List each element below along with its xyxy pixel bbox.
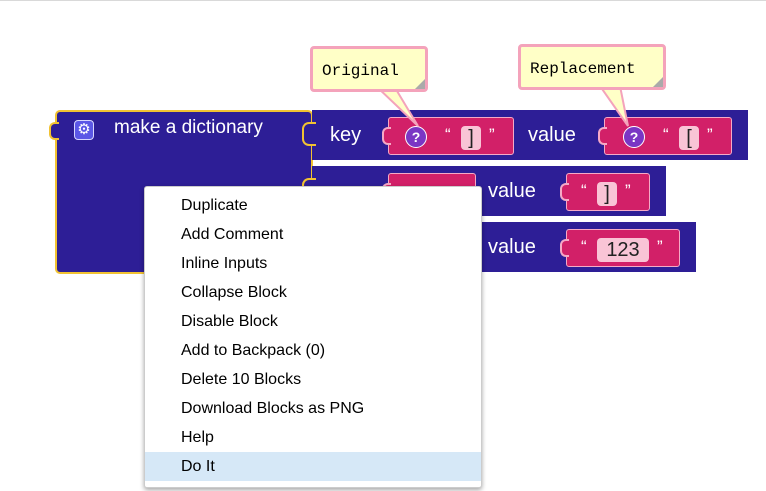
comment-tail-original (374, 86, 419, 127)
block-title: make a dictionary (114, 117, 263, 138)
key-label: key (330, 124, 362, 146)
value-label: value (488, 180, 536, 202)
close-quote: ” (489, 125, 495, 144)
resize-handle-icon[interactable] (653, 77, 663, 87)
resize-handle-icon[interactable] (415, 79, 425, 89)
menu-item-duplicate[interactable]: Duplicate (181, 197, 248, 214)
menu-item-disable-block[interactable]: Disable Block (181, 313, 278, 330)
value-text-field[interactable]: ] (597, 182, 617, 206)
top-divider (0, 0, 766, 1)
close-quote: ” (707, 125, 713, 144)
open-quote: “ (581, 237, 587, 256)
value-text-block[interactable]: “ 123 ” (560, 229, 680, 267)
close-quote: ” (625, 181, 631, 200)
key-text-field[interactable]: ] (461, 126, 481, 150)
open-quote: “ (581, 181, 587, 200)
close-quote: ” (657, 237, 663, 256)
key-text-block[interactable]: ? “ ] ” (382, 117, 514, 155)
menu-item-add-comment[interactable]: Add Comment (181, 226, 284, 243)
open-quote: “ (445, 125, 451, 144)
value-text-block[interactable]: “ ] ” (560, 173, 650, 211)
menu-item-do-it[interactable]: Do It (145, 452, 481, 481)
value-text-field[interactable]: 123 (597, 238, 649, 262)
menu-item-help[interactable]: Help (181, 429, 214, 446)
value-label: value (488, 236, 536, 258)
text-block-tab (598, 127, 607, 145)
text-block-tab (560, 239, 569, 257)
question-icon[interactable]: ? (623, 126, 645, 148)
pair-row-1[interactable]: key ? “ ] ” value ? “ [ ” (302, 110, 748, 160)
row-connector (302, 122, 316, 146)
value-label: value (528, 124, 576, 146)
context-menu: Duplicate Add Comment Inline Inputs Coll… (144, 186, 482, 488)
comment-replacement[interactable]: Replacement (518, 44, 666, 90)
gear-icon[interactable]: ⚙ (74, 120, 94, 140)
comment-original[interactable]: Original (310, 46, 428, 92)
menu-item-download-png[interactable]: Download Blocks as PNG (181, 400, 365, 417)
menu-item-collapse-block[interactable]: Collapse Block (181, 284, 287, 301)
comment-tail-replacement (598, 86, 629, 127)
value-text-field[interactable]: [ (679, 126, 699, 150)
block-connector (49, 122, 59, 140)
text-block-tab (382, 127, 391, 145)
question-icon[interactable]: ? (405, 126, 427, 148)
text-block-tab (560, 183, 569, 201)
menu-item-add-to-backpack[interactable]: Add to Backpack (0) (181, 342, 326, 359)
comment-original-text: Original (322, 62, 399, 80)
open-quote: “ (663, 125, 669, 144)
comment-replacement-text: Replacement (530, 60, 636, 78)
menu-item-inline-inputs[interactable]: Inline Inputs (181, 255, 268, 272)
menu-item-delete-blocks[interactable]: Delete 10 Blocks (181, 371, 302, 388)
